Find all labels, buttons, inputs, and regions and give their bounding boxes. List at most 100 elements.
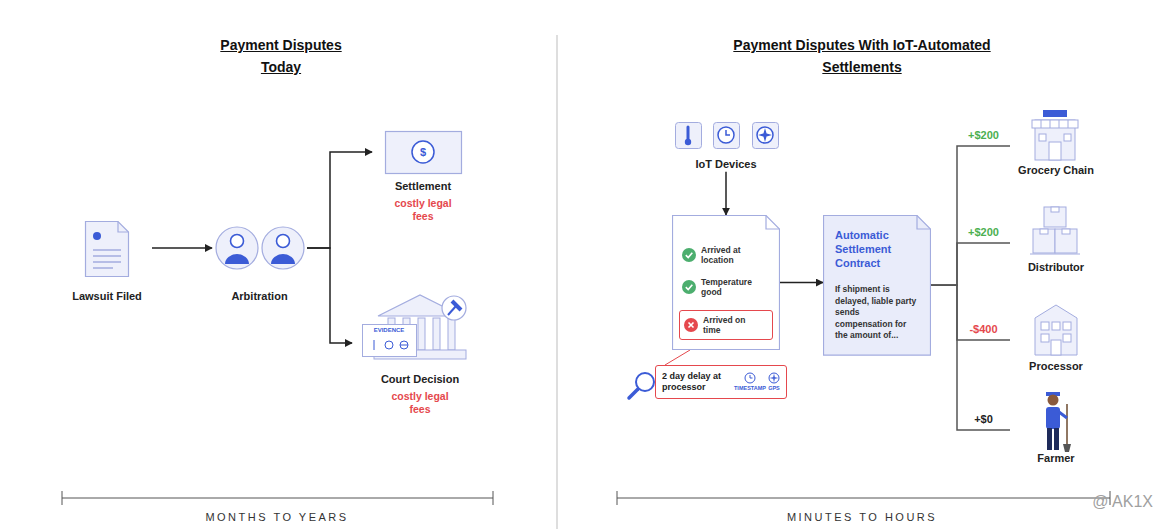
connector [780,282,823,284]
distributor-boxes-icon-part [1051,207,1059,212]
magnifier-icon-part [636,373,654,391]
party-node: Grocery Chain [1010,106,1102,178]
grocery-store-icon-part [1043,110,1067,117]
farmer-figure-part [1066,404,1068,444]
document-fold [917,216,931,230]
processor-building-icon [1035,305,1077,355]
node-label: Distributor [1010,261,1102,275]
node-label: Settlement [372,180,474,194]
court-building-icon [363,295,467,359]
lawsuit-document-icon-part-part [93,267,113,269]
contract-body: If shipment is delayed, liable party sen… [835,284,919,341]
processor-building-icon-part-part [1041,334,1049,342]
farmer-figure-part [1059,412,1067,418]
check-icon-part [686,253,693,258]
processor-building-icon-part [1041,322,1071,355]
node-label: IoT Devices [670,158,782,172]
processor-building-icon-part-part [1051,340,1061,355]
node-label: Court Decision [352,373,488,387]
amount-label: +$200 [959,129,1009,142]
court-building-icon-part-part [400,341,408,349]
timeline-part [617,491,618,505]
document-shape [824,216,931,356]
timeline-label: MINUTES TO HOURS [762,511,962,523]
iot-device-icons-part [676,123,702,149]
divider-part [557,35,558,529]
amount-label: +$200 [959,226,1009,239]
contract-document: Automatic Settlement ContractIf shipment… [823,215,931,356]
party-node: Farmer [1010,390,1102,466]
timeline-part [62,491,63,505]
iot-device-icons-part [685,139,691,145]
connector [152,247,212,249]
node-label: Arbitration [212,290,307,304]
party-node: Processor [1010,300,1102,374]
callout-text: 2 day delay at processor [662,371,728,393]
grocery-store-icon-part [1039,134,1046,141]
grocery-store-icon-part-part [1059,120,1060,128]
sensor-icons: TIMESTAMPGPS [734,372,780,391]
sensor-label: GPS [768,385,780,391]
processor-building-icon-part-part [1041,322,1049,330]
grocery-store-icon-part-part [1050,120,1051,128]
settlement-money-icon [386,132,462,174]
court-building-icon-part [448,306,456,315]
iot-device-icons-part [726,130,730,135]
grocery-store-icon-part [1049,142,1061,160]
document-shape [673,216,780,350]
distributor-boxes-icon-part [1062,229,1070,234]
court-building-icon-part-part [385,341,393,349]
lawsuit-document-icon-part-part [93,249,121,251]
check-icon-part [682,248,696,262]
status-row: Arrived at location [682,245,774,265]
lawsuit-document-icon [86,222,129,277]
farmer-figure-part [1048,395,1059,406]
timeline-part [493,491,494,505]
timeline-label: MONTHS TO YEARS [177,511,377,523]
farmer-figure-part [1046,407,1060,429]
cost-note: costly legal fees [388,390,452,416]
connector [665,350,690,365]
sensor-item: TIMESTAMP [734,372,766,391]
farmer-figure-part [1047,428,1052,450]
gps-icon-part [769,373,779,383]
arbitration-people-icon-part [271,254,295,264]
panel-title: Payment Disputes With IoT-Automated Sett… [732,34,992,78]
distributor-boxes-icon-part [1030,254,1080,255]
check-icon-part [682,280,696,294]
grocery-store-icon-part [1064,134,1071,141]
court-node: Court Decision costly legal fees [352,290,488,416]
divider [557,35,558,529]
distributor-boxes-icon-part [1044,207,1066,227]
iot-device-icons-part [753,123,779,149]
court-building-icon-part [363,325,417,357]
clock-icon [744,372,756,384]
connector [931,243,1010,285]
processor-building-icon-part-part [1063,334,1071,342]
panel-title: Payment Disputes Today [211,34,351,78]
document-fold [766,216,780,230]
status-text: Arrived at location [701,245,763,265]
node-label: Processor [1010,360,1102,374]
party-node: Distributor [1010,203,1102,275]
iot-device-icons [676,123,779,149]
status-row: Temperature good [682,277,774,297]
node-label: Grocery Chain [1010,164,1102,178]
distributor-boxes-icon-part [1055,229,1077,253]
iot-device-icons-part [758,128,772,142]
court-building-icon-part [442,296,466,320]
status-text: Arrived on time [703,315,765,335]
court-building-icon-part-part [418,318,425,350]
court-building-icon-part-part [374,340,375,350]
processor-building-icon-part-part [1063,322,1071,330]
arbitration-people-icon-part [231,235,244,248]
arbitration-people-icon-part [262,227,304,269]
arbitration-people-icon-part [277,235,290,248]
settlement-money-icon-part [412,141,434,163]
clock-icon-part [745,373,755,383]
court-building-icon-part [374,340,408,350]
magnifier-icon [629,373,654,398]
farmer-figure-part [1063,444,1071,452]
